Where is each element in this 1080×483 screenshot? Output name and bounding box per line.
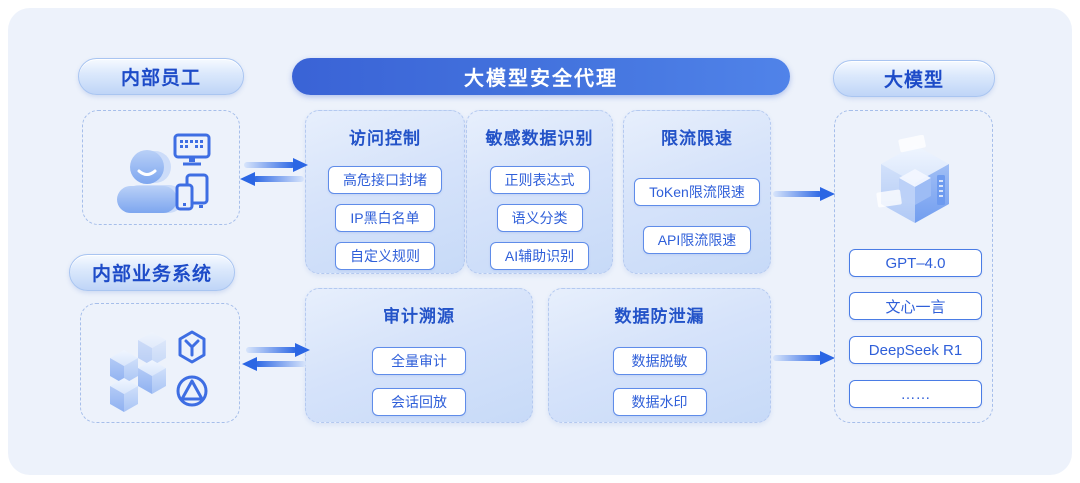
arrow-right-business-to-proxy [246,343,310,357]
card-title: 审计溯源 [383,307,455,326]
devices-icon [175,173,209,211]
card-sensitive-data: 敏感数据识别 正则表达式 语义分类 AI辅助识别 [466,110,613,274]
card-title: 访问控制 [349,129,421,148]
card-dlp: 数据防泄漏 数据脱敏 数据水印 [548,288,771,423]
source-pill-employees: 内部员工 [78,58,244,95]
models-pill-label: 大模型 [883,70,944,91]
chip: IP黑白名单 [335,204,435,232]
hexagon-node-icon [178,330,206,364]
chip: 全量审计 [372,347,466,375]
model-item-deepseek: DeepSeek R1 [849,336,982,364]
chip-list: ToKen限流限速 API限流限速 [634,178,760,254]
business-box [80,303,240,423]
source-pill-business-label: 内部业务系统 [91,264,212,285]
card-title: 敏感数据识别 [485,129,594,148]
arrow-left-proxy-to-business [242,357,306,371]
chip: 自定义规则 [335,242,435,270]
chip-list: 高危接口封堵 IP黑白名单 自定义规则 [328,166,442,270]
model-item-label: 文心一言 [885,298,946,316]
model-item-more: …… [849,380,982,408]
arrow-right-proxy-to-models-bottom [773,351,835,365]
circle-triangle-icon [176,375,208,407]
source-pill-employees-label: 内部员工 [120,68,201,89]
card-title: 数据防泄漏 [614,307,705,326]
models-box [834,110,993,423]
model-cube-icon [876,135,949,223]
chip: 数据脱敏 [612,347,707,375]
model-item-label: DeepSeek R1 [868,341,963,359]
chip: 高危接口封堵 [328,166,442,194]
chip-list: 全量审计 会话回放 [372,347,466,416]
chip-list: 正则表达式 语义分类 AI辅助识别 [489,166,590,270]
card-title: 限流限速 [661,129,733,148]
proxy-title-banner: 大模型安全代理 [292,58,790,95]
proxy-title: 大模型安全代理 [464,68,618,90]
arrow-right-employees-to-proxy [244,158,308,172]
chip-list: 数据脱敏 数据水印 [612,347,707,416]
card-rate-limit: 限流限速 ToKen限流限速 API限流限速 [623,110,771,274]
monitor-icon [173,133,211,166]
cubes-stack-icon [110,332,166,412]
chip: 语义分类 [496,204,583,232]
chip: API限流限速 [642,226,752,254]
model-item-gpt: GPT–4.0 [849,249,982,277]
chip: 正则表达式 [489,166,590,194]
employees-box [82,110,240,225]
chip: 会话回放 [372,388,466,416]
arrow-left-proxy-to-employees [240,172,304,186]
source-pill-business: 内部业务系统 [69,254,235,291]
model-item-wenxin: 文心一言 [849,292,982,320]
chip: 数据水印 [612,388,707,416]
models-pill: 大模型 [833,60,995,97]
arrow-right-proxy-to-models-top [773,187,835,201]
model-item-label: GPT–4.0 [885,254,946,272]
user-icon [117,150,183,213]
card-audit: 审计溯源 全量审计 会话回放 [305,288,533,423]
chip: ToKen限流限速 [634,178,760,206]
chip: AI辅助识别 [489,242,590,270]
card-access-control: 访问控制 高危接口封堵 IP黑白名单 自定义规则 [305,110,465,274]
model-item-label: …… [900,385,931,403]
